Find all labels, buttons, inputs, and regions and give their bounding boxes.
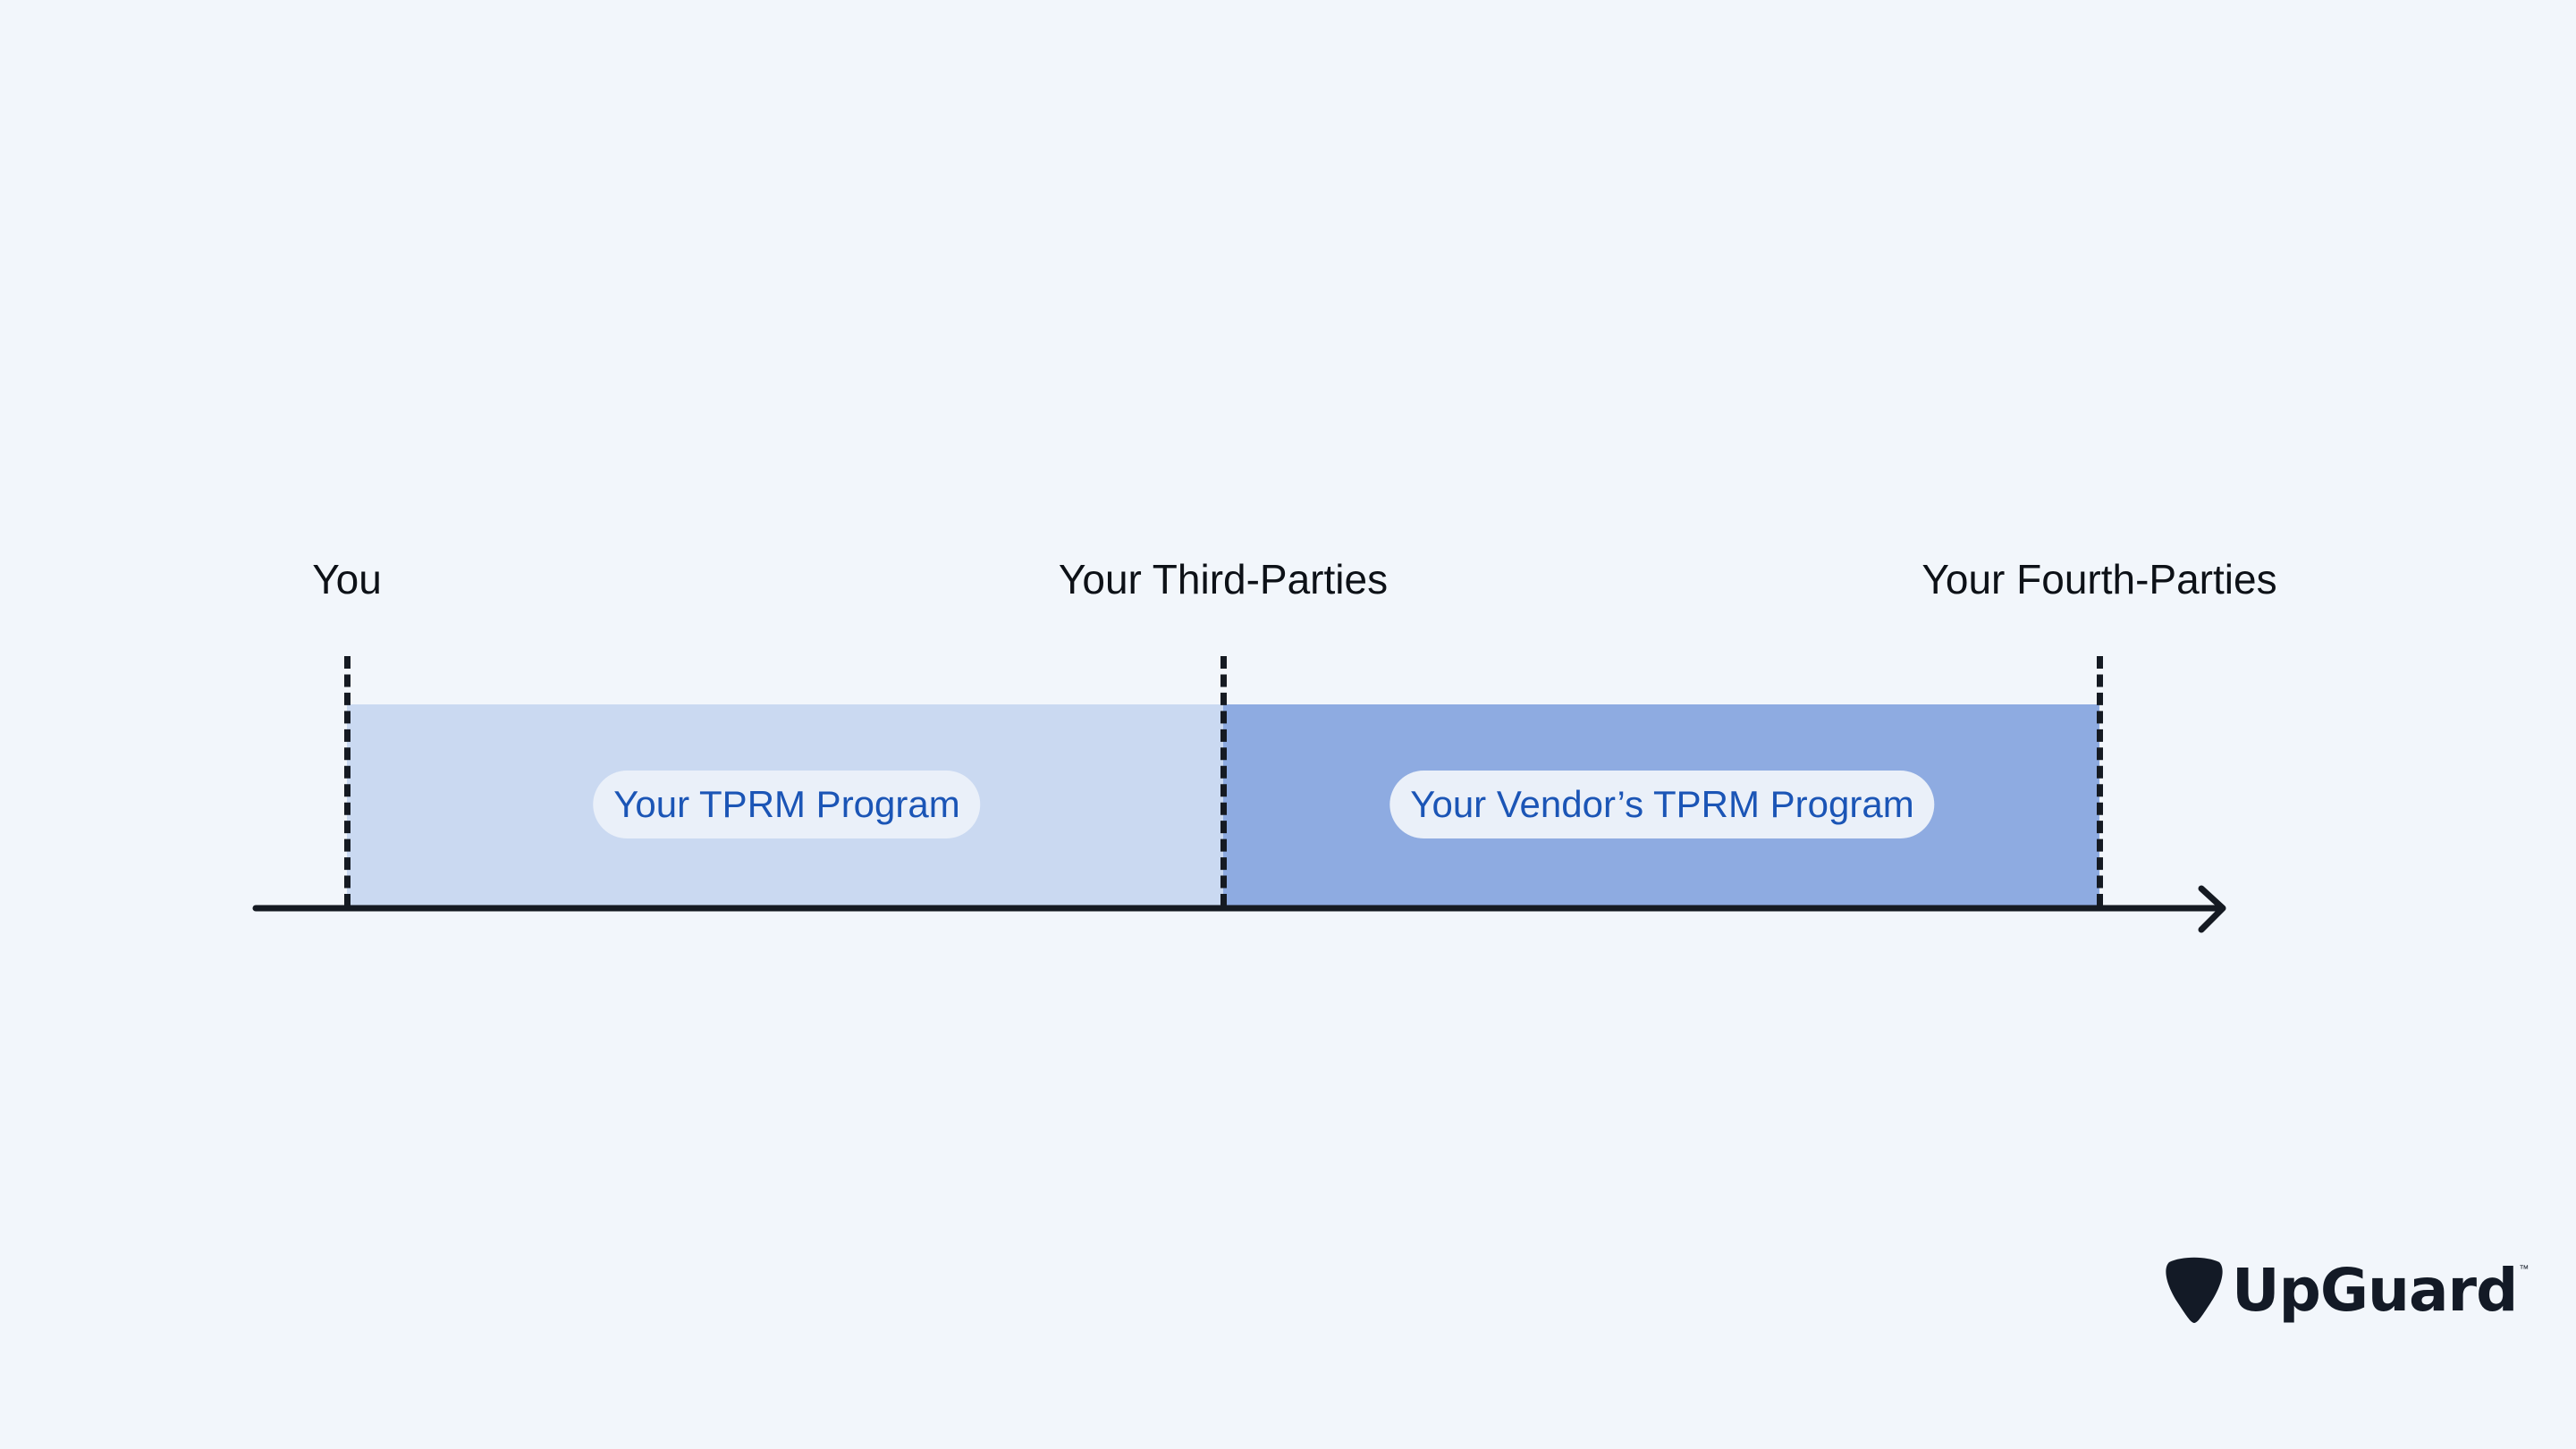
- point-label-third-parties: Your Third-Parties: [1058, 556, 1389, 602]
- divider-fourth-parties: [2097, 656, 2103, 906]
- guitar-pick-icon: [2166, 1257, 2223, 1323]
- segment-label-vendor-tprm-program: Your Vendor’s TPRM Program: [1389, 771, 1935, 838]
- divider-you: [344, 656, 351, 906]
- trademark-mark: ™: [2519, 1264, 2530, 1275]
- brand-name: UpGuard: [2232, 1256, 2518, 1325]
- segment-label-tprm-program: Your TPRM Program: [593, 771, 981, 838]
- point-label-fourth-parties: Your Fourth-Parties: [1921, 556, 2277, 602]
- upguard-logo: UpGuard ™: [2164, 1255, 2529, 1327]
- arrow-head-icon: [2198, 885, 2226, 933]
- divider-third-parties: [1220, 656, 1227, 906]
- point-label-you: You: [312, 556, 382, 602]
